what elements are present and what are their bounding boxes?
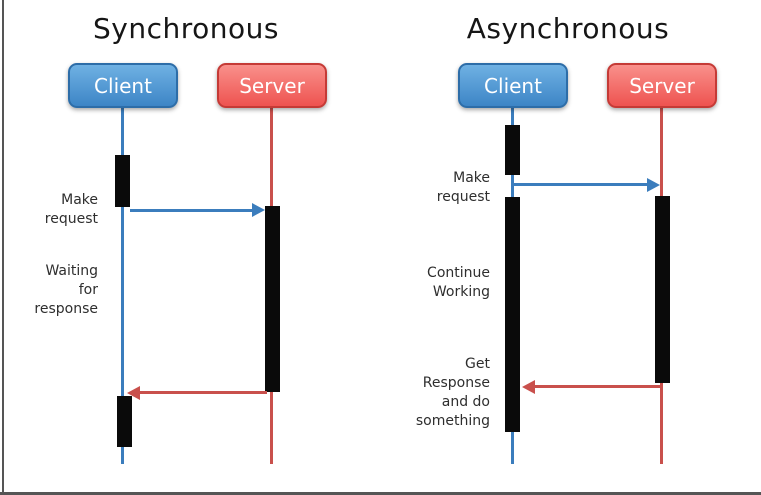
async-get-response-label: Get Response and do something: [415, 356, 490, 429]
sync-client-actor-box: Client: [68, 63, 178, 108]
async-response-arrow-line: [535, 385, 661, 388]
frame-bottom-border: [0, 492, 761, 495]
async-request-arrow-line: [513, 183, 647, 186]
async-client-actor-box: Client: [458, 63, 568, 108]
sync-request-arrowhead-icon: [252, 203, 265, 217]
async-response-arrowhead-icon: [522, 380, 535, 394]
sync-client-activation-2: [117, 396, 132, 447]
async-title: Asynchronous: [466, 12, 670, 45]
sync-client-activation-1: [115, 155, 130, 207]
sync-server-actor-label: Server: [239, 73, 305, 98]
async-server-actor-label: Server: [629, 73, 695, 98]
async-server-actor-box: Server: [607, 63, 717, 108]
sync-request-arrow-line: [130, 209, 253, 212]
sync-waiting-label: Waiting for response: [34, 263, 98, 317]
sync-client-lifeline: [121, 107, 124, 464]
sync-server-activation: [265, 206, 280, 392]
sync-response-arrowhead-icon: [127, 386, 140, 400]
async-request-arrowhead-icon: [647, 178, 660, 192]
async-client-activation-2: [505, 197, 520, 432]
async-client-activation-1: [505, 125, 520, 175]
sync-server-actor-box: Server: [217, 63, 327, 108]
sync-make-request-label: Make request: [44, 192, 98, 227]
async-server-activation: [655, 196, 670, 383]
sync-title: Synchronous: [93, 12, 279, 45]
async-continue-working-label: Continue Working: [427, 265, 490, 300]
frame-left-border: [2, 0, 4, 495]
async-client-actor-label: Client: [484, 73, 542, 98]
async-make-request-label: Make request: [436, 170, 490, 205]
sync-response-arrow-line: [140, 391, 267, 394]
sync-client-actor-label: Client: [94, 73, 152, 98]
